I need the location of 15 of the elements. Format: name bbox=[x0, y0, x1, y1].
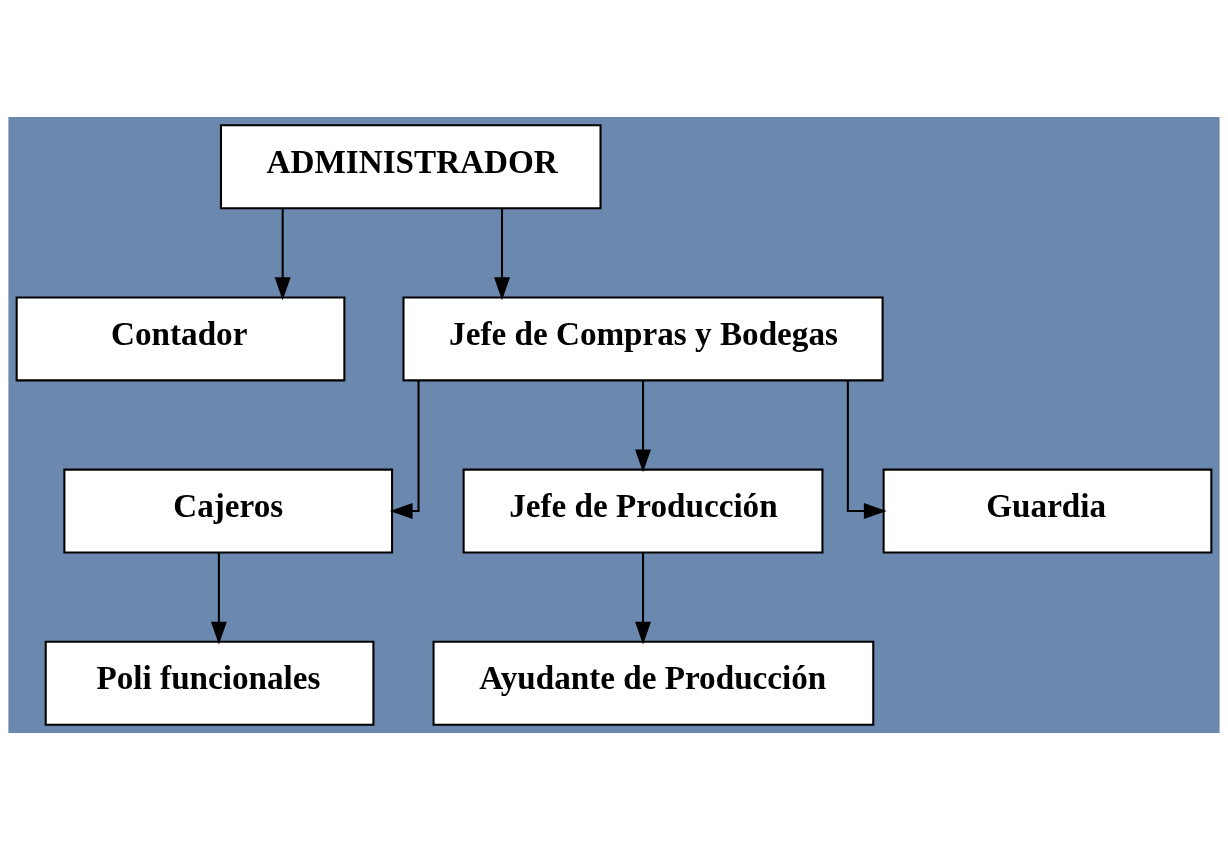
arrow bbox=[210, 552, 227, 644]
node-box: Contador bbox=[15, 295, 346, 381]
arrow bbox=[846, 380, 887, 519]
arrow bbox=[389, 380, 420, 519]
node-box: ADMINISTRADOR bbox=[219, 123, 602, 209]
node-box: Guardia bbox=[882, 468, 1213, 554]
arrow bbox=[635, 552, 652, 644]
arrow bbox=[635, 380, 652, 472]
node-box: Poli funcionales bbox=[44, 640, 375, 726]
node-box: Cajeros bbox=[63, 468, 394, 554]
node-box: Ayudante de Producción bbox=[432, 640, 875, 726]
node-box: Jefe de Compras y Bodegas bbox=[402, 295, 884, 381]
node-box: Jefe de Producción bbox=[462, 468, 824, 554]
arrow bbox=[274, 207, 291, 300]
arrow bbox=[494, 207, 510, 300]
